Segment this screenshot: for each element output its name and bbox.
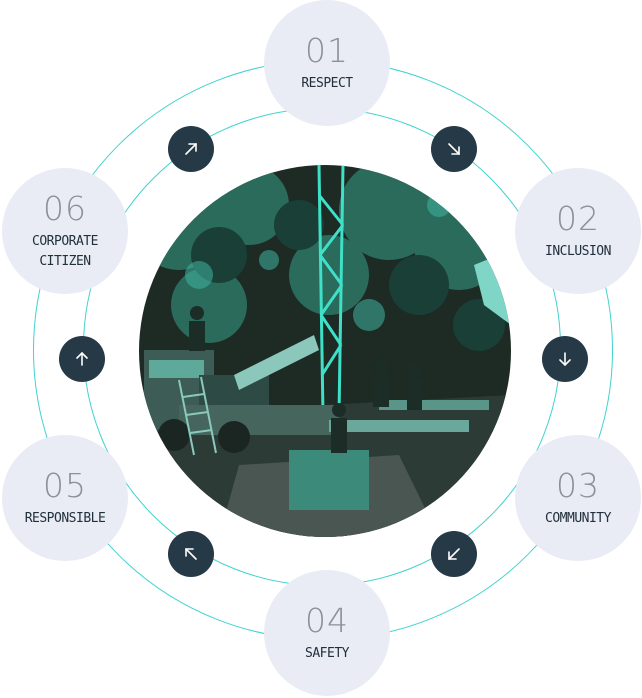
value-label: CORPORATE CITIZEN bbox=[32, 234, 98, 269]
value-number: 04 bbox=[305, 601, 349, 640]
value-label: INCLUSION bbox=[545, 244, 611, 259]
value-label: RESPONSIBLE bbox=[24, 511, 106, 526]
value-node-safety: 04 SAFETY bbox=[264, 570, 390, 696]
value-number: 01 bbox=[305, 31, 349, 70]
value-number: 06 bbox=[43, 189, 87, 228]
arrow-up-left-icon bbox=[168, 531, 214, 577]
value-number: 05 bbox=[43, 466, 87, 505]
value-label: COMMUNITY bbox=[545, 511, 611, 526]
value-node-responsible: 05 RESPONSIBLE bbox=[2, 435, 128, 561]
value-node-community: 03 COMMUNITY bbox=[515, 435, 641, 561]
arrow-up-right-icon bbox=[168, 126, 214, 172]
value-number: 03 bbox=[556, 466, 600, 505]
value-label: RESPECT bbox=[301, 76, 353, 91]
value-node-corporate-citizen: 06 CORPORATE CITIZEN bbox=[2, 168, 128, 294]
arrow-down-right-icon bbox=[431, 126, 477, 172]
drilling-rig-photo bbox=[139, 165, 511, 537]
value-number: 02 bbox=[556, 199, 600, 238]
value-node-inclusion: 02 INCLUSION bbox=[515, 168, 641, 294]
arrow-down-left-icon bbox=[431, 531, 477, 577]
arrow-up-icon bbox=[59, 336, 105, 382]
value-label: SAFETY bbox=[305, 646, 349, 661]
value-node-respect: 01 RESPECT bbox=[264, 0, 390, 126]
arrow-down-icon bbox=[542, 336, 588, 382]
